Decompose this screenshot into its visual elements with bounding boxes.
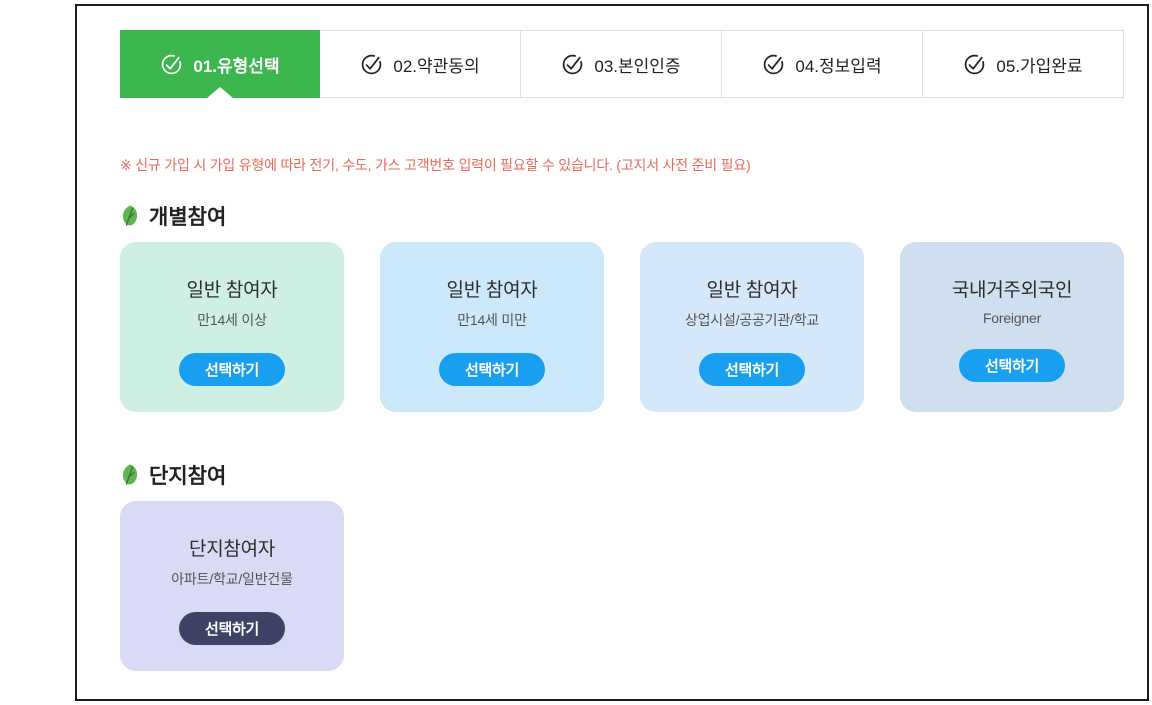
check-circle-icon xyxy=(561,53,584,76)
check-circle-icon xyxy=(963,53,986,76)
check-circle-icon xyxy=(160,53,183,76)
step-tabs: 01.유형선택 02.약관동의 03.본인인증 xyxy=(120,30,1124,98)
check-circle-icon xyxy=(360,53,383,76)
step-label: 04.정보입력 xyxy=(795,56,882,76)
section-title-label: 개별참여 xyxy=(149,206,227,229)
card-title: 일반 참여자 xyxy=(446,280,538,301)
card-title: 단지참여자 xyxy=(189,539,275,560)
notice-text: ※ 신규 가입 시 가입 유형에 따라 전기, 수도, 가스 고객번호 입력이 … xyxy=(120,157,751,173)
card-subtitle: Foreigner xyxy=(982,310,1042,326)
section-title-complex: 단지참여 xyxy=(120,460,1147,490)
content-frame: 01.유형선택 02.약관동의 03.본인인증 xyxy=(75,4,1149,701)
card-title: 일반 참여자 xyxy=(186,280,278,301)
section-title-individual: 개별참여 xyxy=(120,201,1147,231)
tab-step-02-terms[interactable]: 02.약관동의 xyxy=(320,30,521,98)
card-subtitle: 상업시설/공공기관/학교 xyxy=(684,312,820,328)
step-label: 05.가입완료 xyxy=(996,56,1083,76)
select-button[interactable]: 선택하기 xyxy=(179,353,285,386)
card-subtitle: 만14세 미만 xyxy=(457,312,527,328)
complex-cards-row: 단지참여자 아파트/학교/일반건물 선택하기 xyxy=(120,501,1147,671)
step-label: 03.본인인증 xyxy=(594,56,681,76)
tab-step-01-type-select[interactable]: 01.유형선택 xyxy=(120,30,320,98)
card-title: 일반 참여자 xyxy=(706,280,798,301)
card-general-minor: 일반 참여자 만14세 미만 선택하기 xyxy=(380,242,604,412)
card-title: 국내거주외국인 xyxy=(951,280,1073,301)
card-subtitle: 만14세 이상 xyxy=(197,312,267,328)
individual-cards-row: 일반 참여자 만14세 이상 선택하기 일반 참여자 만14세 미만 선택하기 … xyxy=(120,242,1147,412)
leaf-icon xyxy=(120,464,140,486)
section-title-label: 단지참여 xyxy=(149,465,227,488)
card-general-adult: 일반 참여자 만14세 이상 선택하기 xyxy=(120,242,344,412)
select-button[interactable]: 선택하기 xyxy=(179,612,285,645)
card-subtitle: 아파트/학교/일반건물 xyxy=(171,571,293,587)
tab-step-05-complete[interactable]: 05.가입완료 xyxy=(923,30,1124,98)
select-button[interactable]: 선택하기 xyxy=(959,349,1065,382)
leaf-icon xyxy=(120,205,140,227)
card-complex-participant: 단지참여자 아파트/학교/일반건물 선택하기 xyxy=(120,501,344,671)
step-label: 02.약관동의 xyxy=(393,56,480,76)
step-label: 01.유형선택 xyxy=(193,56,280,76)
check-circle-icon xyxy=(762,53,785,76)
select-button[interactable]: 선택하기 xyxy=(699,353,805,386)
card-foreigner: 국내거주외국인 Foreigner 선택하기 xyxy=(900,242,1124,412)
tab-step-04-info-input[interactable]: 04.정보입력 xyxy=(722,30,923,98)
card-commercial-public: 일반 참여자 상업시설/공공기관/학교 선택하기 xyxy=(640,242,864,412)
tab-step-03-identity[interactable]: 03.본인인증 xyxy=(521,30,722,98)
select-button[interactable]: 선택하기 xyxy=(439,353,545,386)
